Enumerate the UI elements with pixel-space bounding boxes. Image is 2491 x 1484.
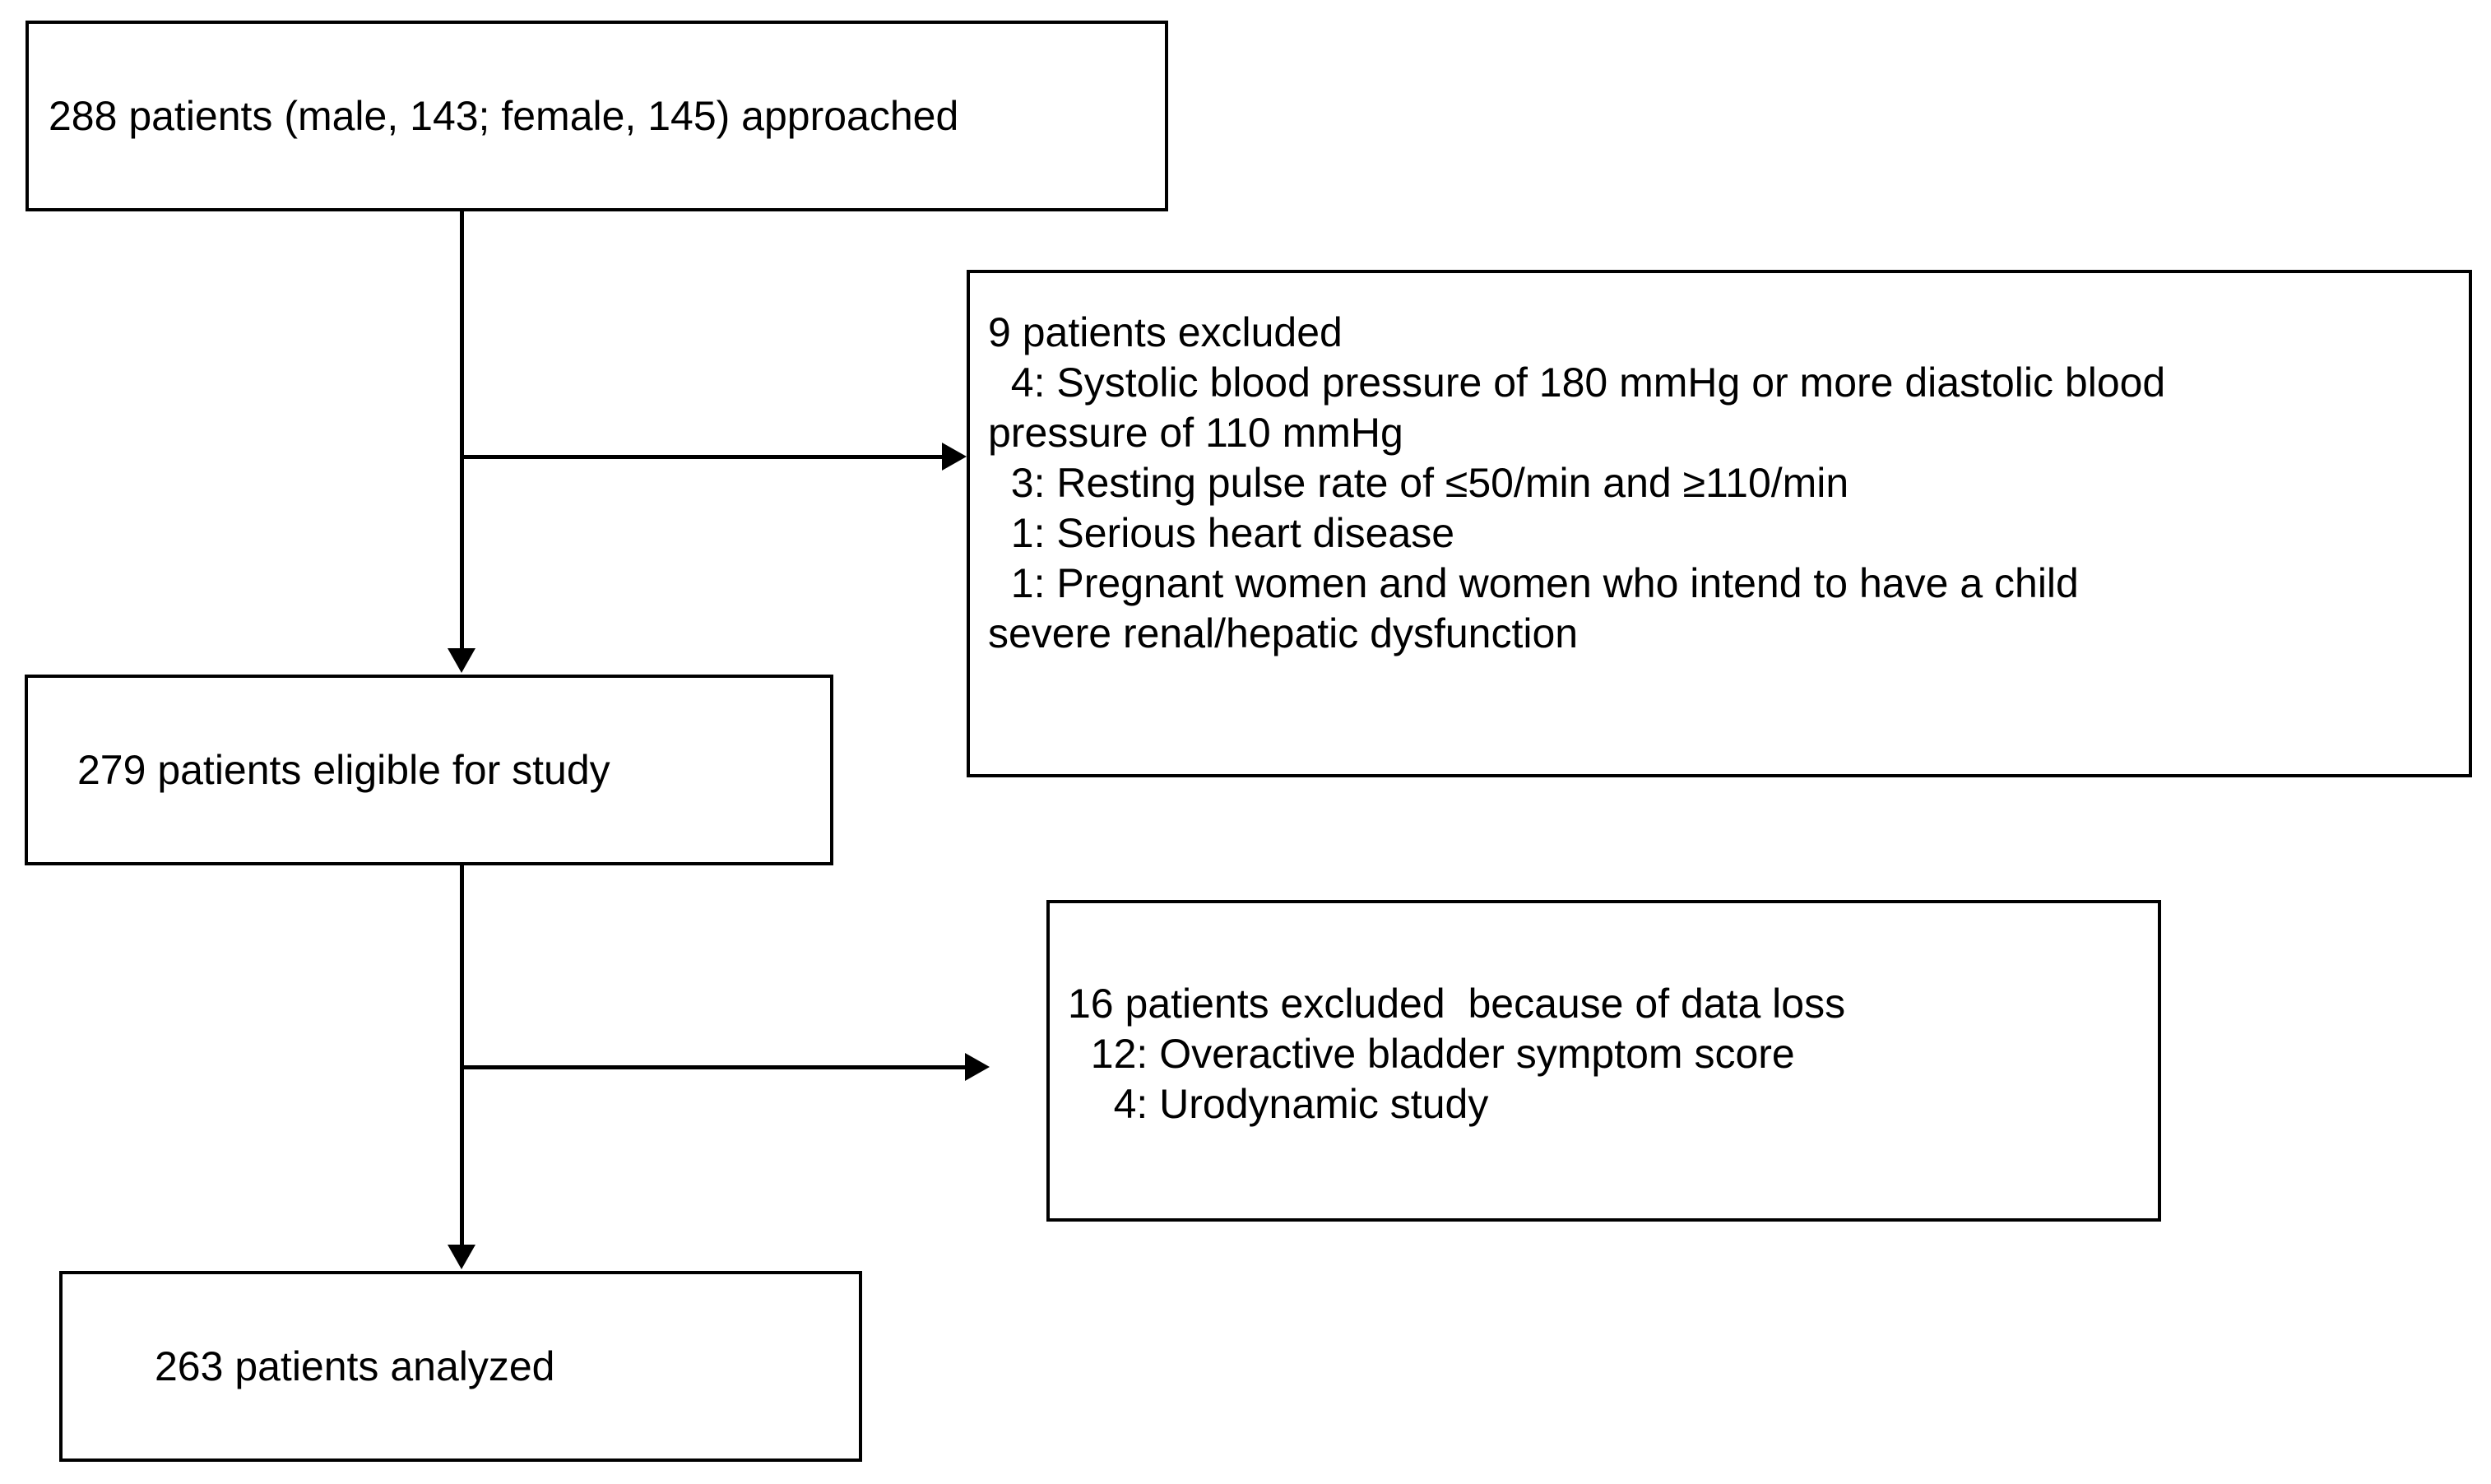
node-patients-eligible: 279 patients eligible for study: [25, 675, 833, 865]
connector-eligible-to-analyzed-arrowhead: [448, 1245, 475, 1269]
node-patients-eligible-label: 279 patients eligible for study: [77, 746, 610, 793]
node-excluded-screening-label: 9 patients excluded 4: Systolic blood pr…: [988, 309, 2166, 656]
connector-eligible-to-excluded16-arrowhead: [965, 1053, 990, 1081]
node-patients-analyzed-label: 263 patients analyzed: [155, 1343, 555, 1389]
node-excluded-screening: 9 patients excluded 4: Systolic blood pr…: [967, 270, 2472, 777]
node-patients-approached: 288 patients (male, 143; female, 145) ap…: [26, 21, 1168, 211]
node-excluded-dataloss: 16 patients excluded because of data los…: [1046, 900, 2161, 1222]
connector-eligible-to-analyzed-line: [460, 865, 464, 1246]
node-patients-approached-label: 288 patients (male, 143; female, 145) ap…: [49, 92, 959, 139]
connector-approached-to-excluded9-line: [460, 455, 944, 459]
connector-eligible-to-excluded16-line: [460, 1065, 967, 1069]
connector-approached-to-eligible-line: [460, 211, 464, 650]
connector-approached-to-excluded9-arrowhead: [942, 443, 967, 471]
node-patients-analyzed: 263 patients analyzed: [59, 1271, 862, 1462]
node-excluded-dataloss-label: 16 patients excluded because of data los…: [1068, 981, 1846, 1127]
connector-approached-to-eligible-arrowhead: [448, 648, 475, 673]
